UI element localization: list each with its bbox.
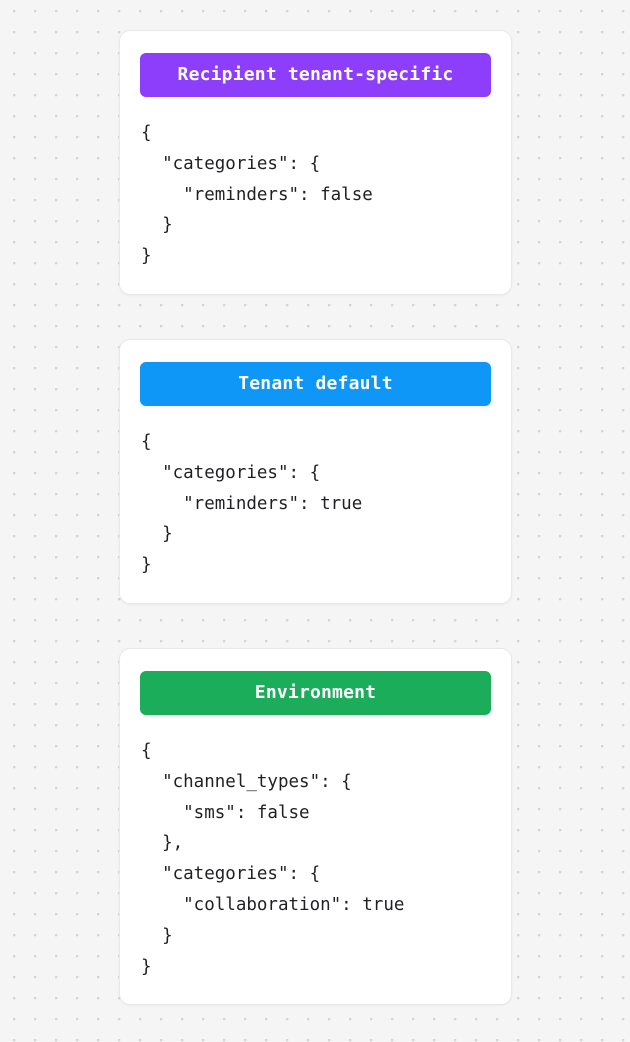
card-tenant-default: Tenant default { "categories": { "remind… [119,338,512,604]
card-header-tenant-default: Tenant default [140,361,491,406]
card-code-recipient-tenant-specific: { "categories": { "reminders": false } } [141,123,373,267]
card-environment: Environment { "channel_types": { "sms": … [119,647,512,1006]
card-recipient-tenant-specific: Recipient tenant-specific { "categories"… [119,30,512,295]
card-header-environment: Environment [140,670,491,715]
preference-layers-stack: Recipient tenant-specific { "categories"… [119,30,512,1006]
card-code-environment: { "channel_types": { "sms": false }, "ca… [141,740,405,977]
card-header-recipient-tenant-specific: Recipient tenant-specific [140,53,491,97]
card-code-tenant-default: { "categories": { "reminders": true } } [141,431,363,576]
